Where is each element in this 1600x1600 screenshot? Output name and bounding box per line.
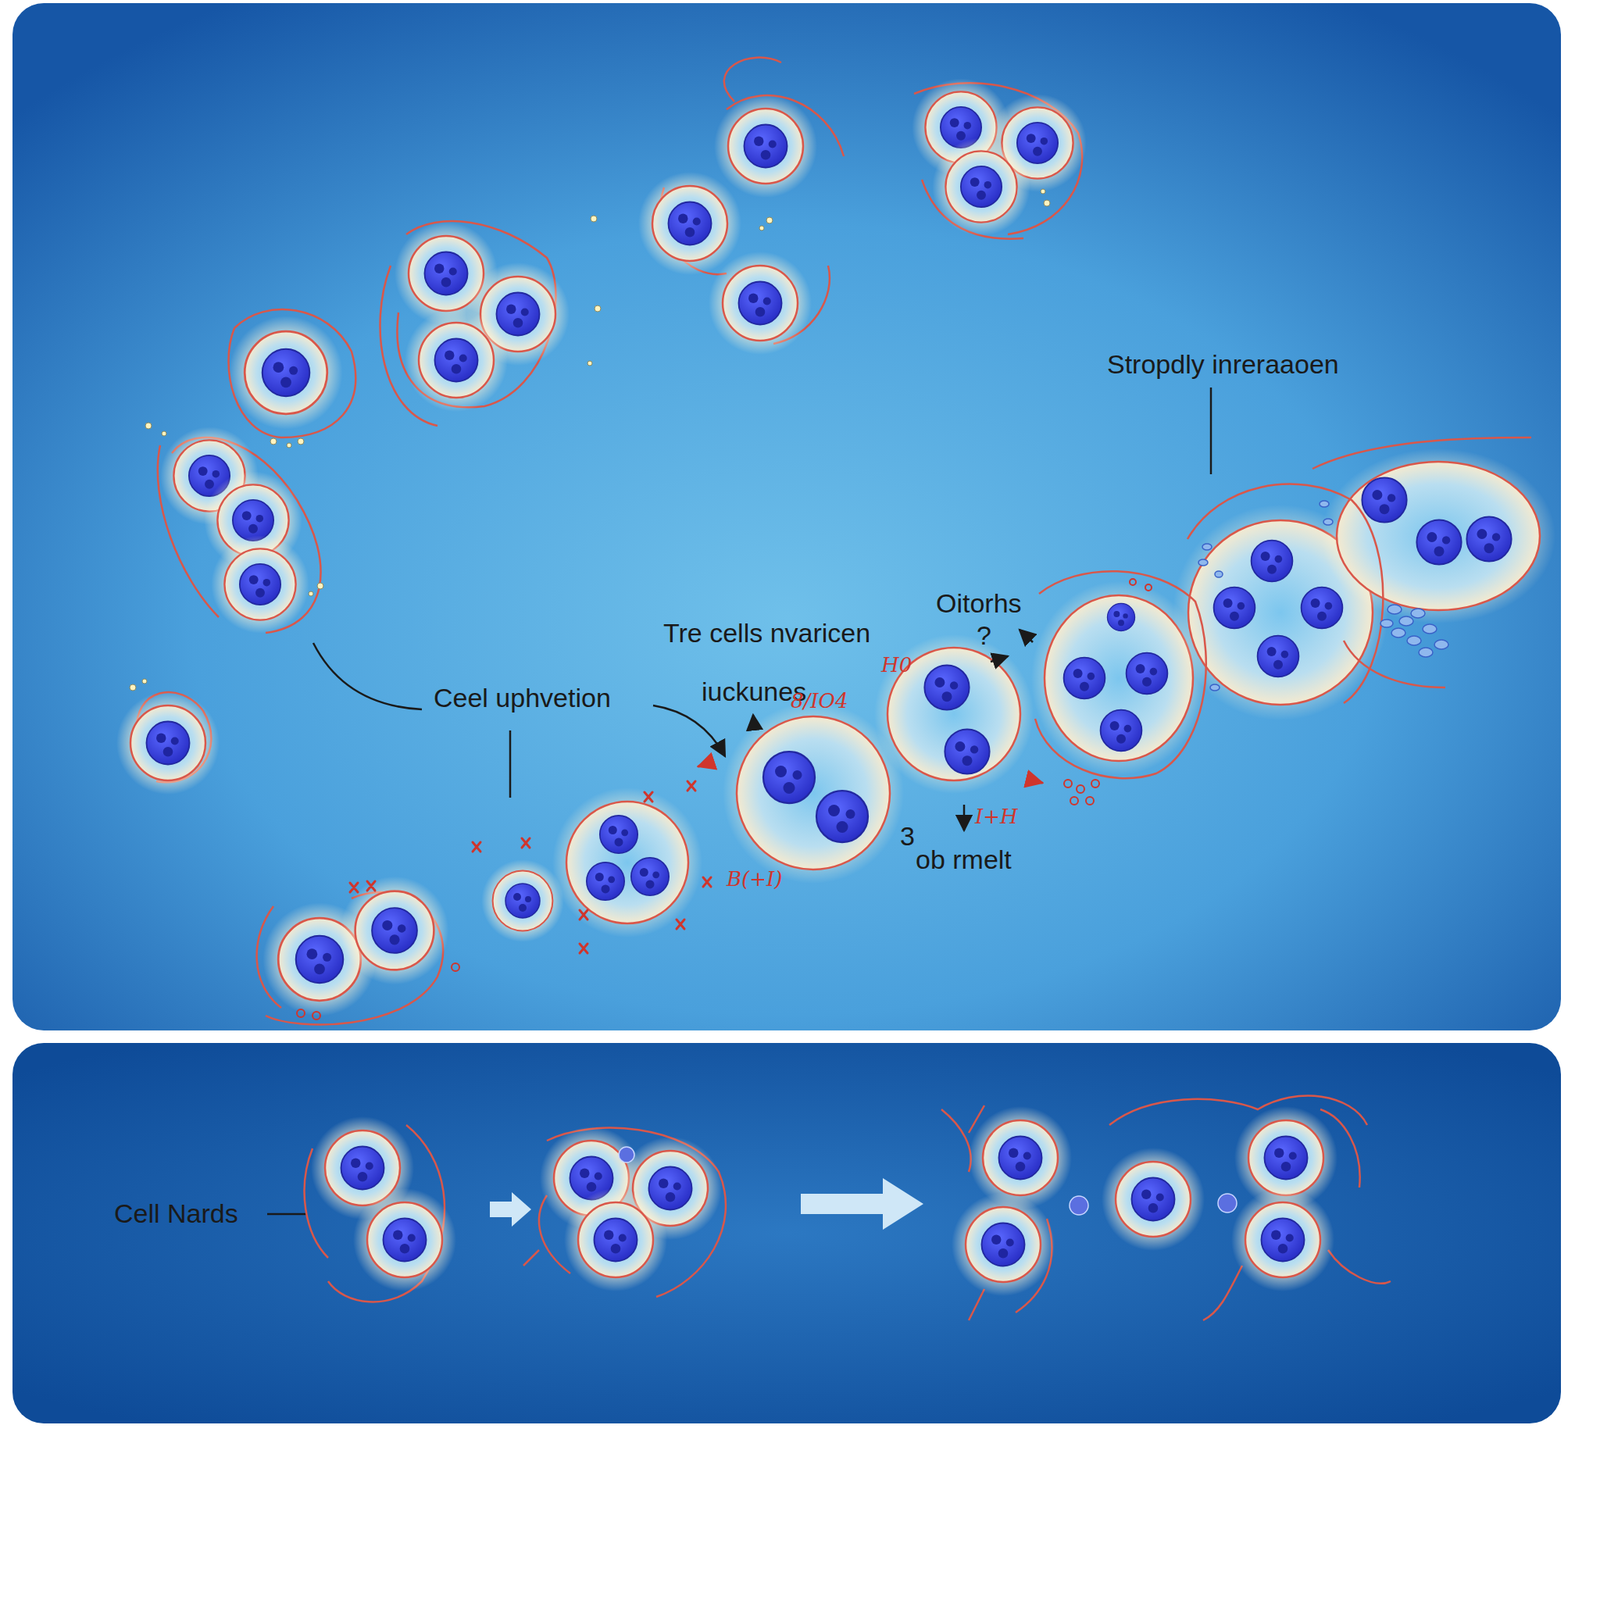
red-annotation: 8/IO4 xyxy=(790,689,848,713)
annotation-label: ob rmelt xyxy=(915,843,1012,875)
red-annotation: I+H xyxy=(975,804,1018,829)
annotation-label: ? xyxy=(976,619,992,651)
annotation-label: Cell Nards xyxy=(114,1197,239,1229)
annotation-label: 3 xyxy=(900,820,915,852)
annotation-label: Stropdly inreraaoen xyxy=(1107,348,1340,380)
annotation-label: Tre cells nvaricen xyxy=(663,617,871,649)
annotation-label: Ceel uphvetion xyxy=(433,682,611,714)
red-annotation: B(+I) xyxy=(726,867,783,891)
annotation-label: Oitorhs xyxy=(935,587,1022,619)
red-annotation: H0 xyxy=(881,653,912,677)
